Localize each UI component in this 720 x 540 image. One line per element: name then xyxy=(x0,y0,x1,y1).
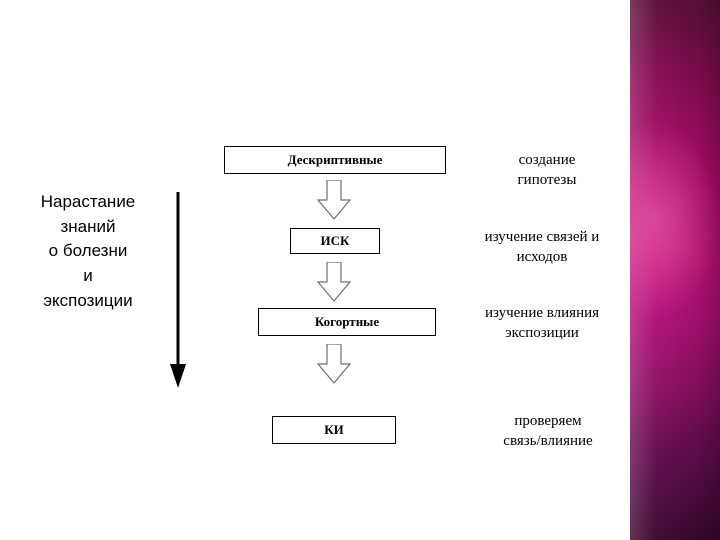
annotation-exposure-effect: изучение влияния экспозиции xyxy=(452,303,632,344)
annotation-exposure-effect-line-2: экспозиции xyxy=(505,325,579,342)
left-axis-label: Нарастание знаний о болезни и экспозиции xyxy=(18,190,158,313)
annotation-verification: проверяем связь/влияние xyxy=(458,411,638,452)
annotation-associations: изучение связей и исходов xyxy=(452,227,632,268)
annotation-associations-line-2: исходов xyxy=(516,249,568,266)
annotation-exposure-effect-line-1: изучение влияния xyxy=(484,305,600,321)
annotation-verification-line-2: связь/влияние xyxy=(503,433,593,450)
flow-box-isk[interactable]: ИСК xyxy=(290,228,380,254)
annotation-associations-line-1: изучение связей и xyxy=(484,229,600,245)
decorative-band-sheen xyxy=(630,120,720,320)
annotation-hypothesis-line-1: создание xyxy=(518,152,576,168)
flow-box-ki[interactable]: КИ xyxy=(272,416,396,444)
left-axis-line-3: о болезни xyxy=(48,241,128,261)
annotation-hypothesis: создание гипотезы xyxy=(457,150,637,191)
down-block-arrow-icon xyxy=(317,344,351,384)
left-axis-line-1: Нарастание xyxy=(40,192,136,211)
left-axis-line-2: знаний xyxy=(60,216,116,236)
flow-box-cohort[interactable]: Когортные xyxy=(258,308,436,336)
down-arrow-icon xyxy=(170,192,186,388)
left-axis-line-4: и xyxy=(83,265,93,285)
decorative-right-band-overlay xyxy=(630,0,720,540)
down-block-arrow-icon xyxy=(317,180,351,220)
annotation-verification-line-1: проверяем xyxy=(514,413,582,429)
left-axis-line-5: экспозиции xyxy=(43,290,133,310)
flow-box-descriptive[interactable]: Дескриптивные xyxy=(224,146,446,174)
down-block-arrow-icon xyxy=(317,262,351,302)
decorative-right-band xyxy=(630,0,720,540)
annotation-hypothesis-line-2: гипотезы xyxy=(517,172,577,189)
